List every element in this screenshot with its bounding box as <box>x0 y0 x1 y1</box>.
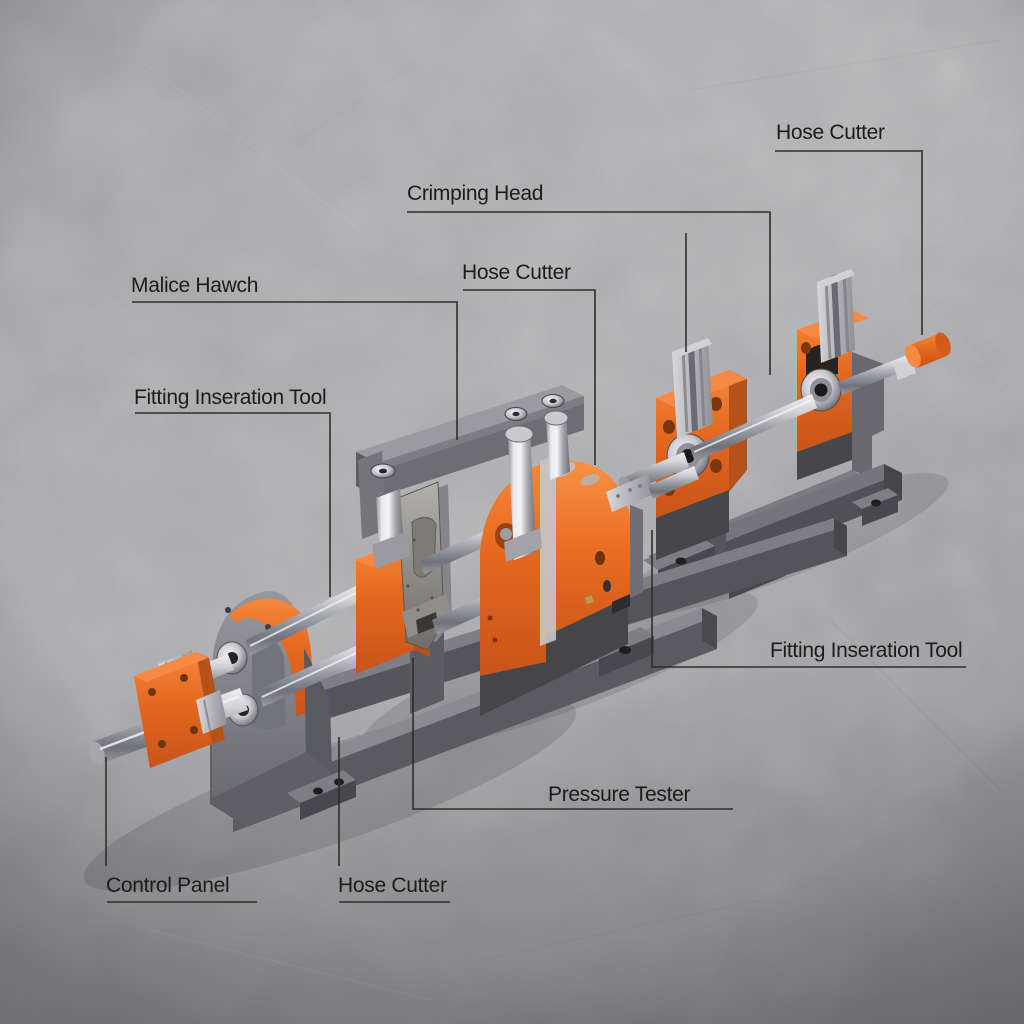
label-malice-hawch-text: Malice Hawch <box>131 274 259 297</box>
coupling-shaft <box>606 466 699 512</box>
label-pressure-tester: Pressure Tester <box>548 783 690 806</box>
label-hose-cutter-mid: Hose Cutter <box>462 261 571 284</box>
label-crimping-head: Crimping Head <box>407 182 543 205</box>
label-hose-cutter-top-text: Hose Cutter <box>776 121 885 144</box>
label-control-panel: Control Panel <box>106 874 230 897</box>
leader-lines <box>105 150 966 903</box>
shaft-flange <box>134 652 227 768</box>
label-hose-cutter-bottom-text: Hose Cutter <box>338 874 447 897</box>
label-fitting-insertion-right: Fitting Inseration Tool <box>770 639 963 662</box>
label-hose-cutter-bottom: Hose Cutter <box>338 874 447 897</box>
drive-shaft <box>690 354 916 462</box>
label-fitting-insertion-left-text: Fitting Inseration Tool <box>134 386 327 409</box>
aluminum-post-left <box>672 338 713 438</box>
shaft-end-cap <box>905 332 951 368</box>
label-fitting-insertion-right-text: Fitting Inseration Tool <box>770 639 963 662</box>
end-plate <box>210 591 356 827</box>
leader-pressure-tester <box>412 658 733 810</box>
label-pressure-tester-text: Pressure Tester <box>548 783 691 806</box>
label-hose-cutter-mid-text: Hose Cutter <box>462 261 571 284</box>
steel-posts <box>372 410 570 569</box>
leader-hose-cutter-top <box>775 150 923 335</box>
leader-malice-hawch <box>132 301 458 440</box>
aluminum-post-right <box>817 269 855 363</box>
leader-hose-cutter-mid <box>463 289 596 465</box>
label-malice-hawch: Malice Hawch <box>131 274 258 297</box>
leader-fitting-right <box>651 530 966 668</box>
label-crimping-head-text: Crimping Head <box>407 182 544 205</box>
leader-fitting-left <box>135 412 331 597</box>
label-control-panel-text: Control Panel <box>106 874 230 897</box>
leader-crimping-head <box>407 211 771 375</box>
cutter-mechanism <box>397 481 452 651</box>
label-fitting-insertion-left: Fitting Inseration Tool <box>134 386 327 409</box>
concrete-scratches <box>39 39 1016 1001</box>
label-hose-cutter-top: Hose Cutter <box>776 121 885 144</box>
